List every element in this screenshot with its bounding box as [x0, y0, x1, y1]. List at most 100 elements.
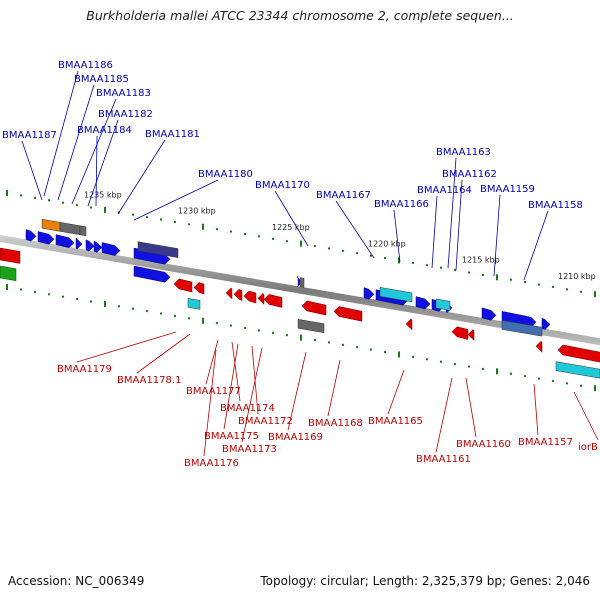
leader-line-bottom	[287, 351, 307, 431]
gene-label-top: BMAA1167	[316, 190, 371, 201]
scale-tick-top	[244, 232, 246, 235]
gene-label-bottom: BMAA1160	[456, 439, 511, 450]
gene-forward	[363, 287, 375, 300]
gene-forward	[481, 307, 497, 321]
scale-tick-top	[20, 194, 22, 197]
scale-tick-top	[272, 237, 274, 240]
scale-tick-top	[104, 206, 106, 213]
scale-tick-bottom	[580, 384, 582, 387]
gene-box-gray	[299, 277, 305, 288]
kbp-label: 1215 kbp	[462, 255, 500, 264]
kbp-label: 1225 kbp	[272, 223, 310, 232]
scale-tick-top	[286, 240, 288, 243]
gene-reverse	[333, 306, 363, 322]
gene-label-top: BMAA1164	[417, 185, 472, 196]
gene-reverse	[557, 344, 600, 363]
scale-tick-bottom	[230, 324, 232, 327]
gene-label-top: BMAA1184	[77, 125, 132, 136]
scale-tick-top	[202, 223, 204, 230]
gene-forward	[133, 265, 171, 283]
accession-text: Accession: NC_006349	[8, 574, 145, 588]
scale-tick-bottom	[384, 351, 386, 354]
leader-line-bottom	[205, 339, 219, 385]
scale-tick-top	[230, 230, 232, 233]
gene-forward	[501, 311, 537, 328]
scale-tick-bottom	[132, 307, 134, 310]
scale-tick-top	[482, 273, 484, 276]
leader-line-bottom	[136, 333, 191, 374]
scale-tick-top	[580, 290, 582, 293]
scale-tick-bottom	[342, 343, 344, 346]
scale-tick-bottom	[90, 300, 92, 303]
gene-box-green	[0, 265, 17, 282]
scale-tick-top	[90, 206, 92, 209]
gene-label-bottom: BMAA1168	[308, 418, 363, 429]
scale-tick-bottom	[524, 375, 526, 378]
scale-tick-bottom	[104, 300, 106, 307]
scale-tick-bottom	[286, 334, 288, 337]
scale-tick-bottom	[202, 317, 204, 324]
scale-tick-bottom	[370, 348, 372, 351]
gene-forward	[296, 275, 303, 288]
gene-reverse	[257, 293, 265, 306]
scale-tick-top	[48, 199, 50, 202]
scale-tick-bottom	[566, 382, 568, 385]
gene-label-bottom: BMAA1161	[416, 454, 471, 465]
gene-label-bottom: BMAA1174	[220, 403, 275, 414]
gene-forward	[101, 242, 121, 256]
leader-line-bottom	[223, 343, 239, 430]
scale-tick-bottom	[552, 379, 554, 382]
scale-tick-bottom	[454, 363, 456, 366]
scale-tick-bottom	[482, 367, 484, 370]
gene-box-cyan	[187, 298, 201, 310]
leader-line-top	[117, 139, 166, 215]
gene-reverse	[263, 294, 283, 308]
kbp-label: 1210 kbp	[558, 272, 596, 281]
scale-tick-bottom	[398, 351, 400, 358]
leader-line-bottom	[76, 331, 177, 363]
scale-tick-bottom	[314, 339, 316, 342]
gene-reverse	[193, 282, 205, 295]
gene-label-top: BMAA1166	[374, 199, 429, 210]
scale-tick-bottom	[440, 360, 442, 363]
gene-box-gray	[79, 225, 87, 237]
scale-tick-top	[440, 266, 442, 269]
scale-tick-bottom	[216, 322, 218, 325]
gene-label-top: BMAA1159	[480, 184, 535, 195]
scale-tick-top	[524, 281, 526, 284]
scale-tick-top	[76, 204, 78, 207]
gene-label-top: BMAA1183	[96, 88, 151, 99]
gene-label-bottom: iorB	[578, 442, 598, 453]
gene-box-orange	[41, 218, 61, 232]
kbp-label: 1230 kbp	[178, 207, 216, 216]
gene-reverse	[173, 278, 193, 293]
leader-line-bottom	[465, 377, 477, 438]
scale-tick-top	[300, 240, 302, 247]
gene-label-top: BMAA1180	[198, 169, 253, 180]
gene-label-bottom: BMAA1176	[184, 458, 239, 469]
topology-text: Topology: circular; Length: 2,325,379 bp…	[260, 574, 590, 588]
leader-line-top	[493, 194, 501, 277]
leader-line-bottom	[327, 359, 341, 417]
gene-label-bottom: BMAA1177	[186, 386, 241, 397]
gene-forward	[37, 231, 55, 245]
scale-tick-top	[188, 223, 190, 226]
gene-reverse	[467, 329, 475, 342]
gene-forward	[93, 240, 103, 253]
scale-tick-top	[384, 257, 386, 260]
gene-label-top: BMAA1163	[436, 147, 491, 158]
scale-tick-top	[6, 190, 8, 197]
gene-box-gray	[297, 318, 325, 334]
scale-tick-bottom	[426, 358, 428, 361]
kbp-label: 1220 kbp	[368, 239, 406, 248]
gene-reverse	[535, 340, 543, 353]
scale-tick-top	[328, 247, 330, 250]
leader-line-top	[21, 140, 43, 201]
scale-tick-top	[356, 252, 358, 255]
leader-line-bottom	[573, 391, 599, 441]
gene-forward	[75, 237, 83, 250]
scale-tick-top	[412, 261, 414, 264]
scale-tick-bottom	[328, 341, 330, 344]
leader-line-top	[431, 195, 438, 269]
